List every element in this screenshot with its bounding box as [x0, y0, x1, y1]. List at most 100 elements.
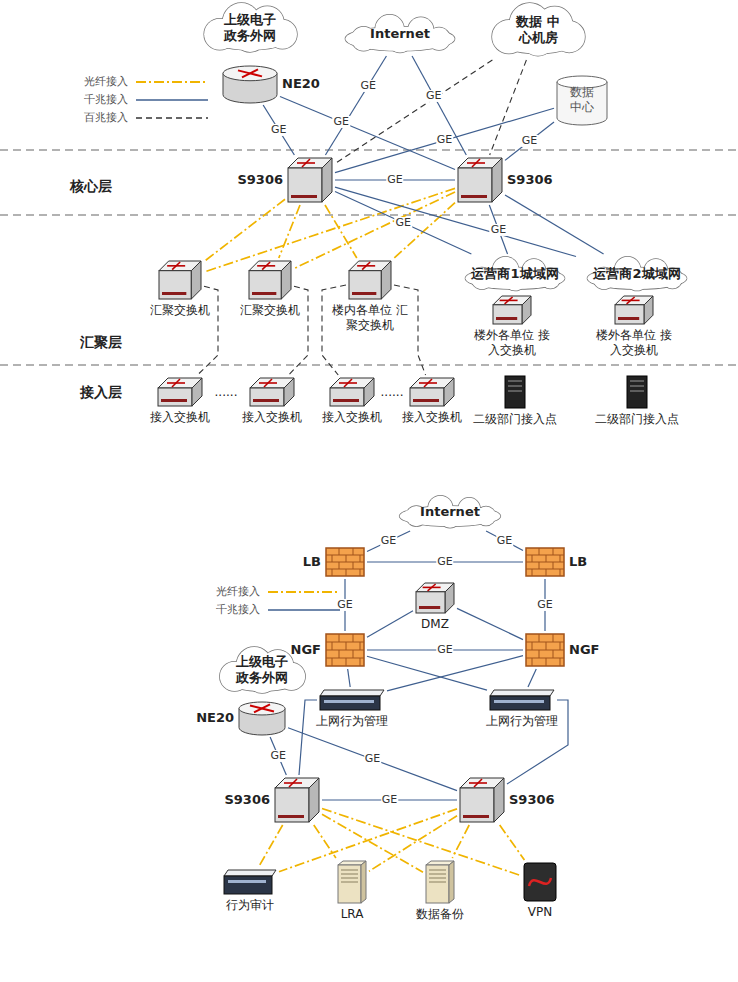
node-label: NGF: [569, 642, 599, 658]
firewall-node: LB: [325, 547, 365, 577]
node-label: 二级部门接入点: [473, 412, 557, 427]
layer-title: 核心层: [70, 178, 112, 196]
node-label: 楼外各单位 接入交换机: [594, 328, 674, 358]
node-label: NE20: [282, 76, 320, 92]
cloud-node: 上级电子 政务外网: [196, 2, 304, 54]
node-label: LB: [569, 554, 587, 570]
node-label: 接入交换机: [150, 410, 210, 425]
router-icon: [238, 701, 286, 735]
node-label: LB: [303, 554, 321, 570]
cloud-node: Internet: [335, 14, 465, 54]
cloud-node: Internet: [390, 495, 510, 529]
switch-node: S9306: [459, 777, 505, 823]
node-label: S9306: [507, 172, 553, 188]
gigabit-link: [387, 656, 523, 691]
node-text: 运营商2城域网: [593, 266, 680, 282]
link-label: GE: [436, 134, 453, 146]
gigabit-link: [505, 122, 554, 160]
fiber-link: [322, 814, 423, 872]
server-tower: [504, 375, 526, 409]
switch-node: 接入交换机: [409, 377, 455, 407]
node-label: VPN: [528, 905, 552, 920]
node-label: 数据备份: [416, 907, 464, 922]
cloud-node: 数据 中心机房: [486, 2, 590, 58]
gigabit-link: [280, 97, 455, 170]
node-label: S9306: [509, 792, 555, 808]
legend-row: 光纤接入: [216, 584, 342, 599]
server-tower: [626, 375, 648, 409]
switch-node: 汇聚交换机: [248, 260, 292, 300]
node-label: 接入交换机: [242, 410, 302, 425]
link-label: GE: [394, 217, 411, 229]
appliance-node: 行为审计: [223, 869, 277, 895]
appliance-box: [319, 689, 385, 711]
legend-text: 千兆接入: [84, 92, 128, 107]
fiber-link: [452, 825, 469, 858]
switch-icon: [287, 157, 333, 203]
gigabit-link: [507, 700, 568, 784]
cloud-node: 上级电子 政务外网: [213, 646, 311, 695]
fiber-link: [394, 203, 455, 258]
node-label: 上网行为管理: [486, 714, 558, 729]
switch-icon: [157, 377, 203, 407]
gigabit-link: [335, 108, 554, 172]
legend-line-sample: [134, 94, 210, 106]
database-node: 数据 中心: [556, 75, 608, 125]
vpn-node: VPN: [523, 862, 557, 902]
node-label: S9306: [237, 172, 283, 188]
legend-text: 光纤接入: [84, 74, 128, 89]
layer-separator: [0, 214, 738, 215]
server-icon: [337, 860, 367, 904]
server-node: 二级部门接入点: [504, 375, 526, 409]
layer-title: 接入层: [80, 384, 122, 402]
router-node: NE20: [238, 701, 286, 735]
link-label: GE: [425, 90, 442, 102]
server-node: LRA: [337, 860, 367, 904]
fast-ethernet-link: [335, 60, 492, 164]
switch-icon: [248, 260, 292, 300]
link-label: GE: [536, 599, 553, 611]
link-label: GE: [386, 174, 403, 186]
switch-node: 接入交换机: [329, 377, 375, 407]
fast-ethernet-link: [289, 286, 308, 375]
node-text: 数据 中心: [567, 85, 597, 115]
gigabit-link: [270, 737, 286, 775]
gigabit-link: [367, 611, 413, 638]
switch-node: S9306: [287, 157, 333, 203]
router-node: NE20: [222, 65, 278, 103]
fiber-link: [369, 816, 457, 872]
legend-row: 千兆接入: [216, 602, 342, 617]
link-label: GE: [359, 80, 376, 92]
gigabit-link: [348, 669, 351, 687]
switch-icon: [492, 295, 532, 325]
switch-icon: [348, 260, 392, 300]
link-label: GE: [521, 135, 538, 147]
switch-node: 楼内各单位 汇聚交换机: [348, 260, 392, 300]
gigabit-link: [325, 56, 386, 155]
switch-icon: [274, 777, 320, 823]
node-label: 接入交换机: [402, 410, 462, 425]
gigabit-link: [528, 669, 536, 687]
firewall-icon: [325, 633, 365, 667]
switch-icon: [459, 777, 505, 823]
firewall-icon: [525, 547, 565, 577]
gigabit-link: [335, 187, 576, 256]
node-text: Internet: [370, 26, 430, 42]
legend-row: 百兆接入: [84, 110, 210, 125]
appliance-node: 上网行为管理: [489, 689, 555, 711]
gigabit-link: [505, 195, 604, 254]
fiber-link: [500, 825, 525, 860]
node-text: 数据 中心机房: [510, 14, 566, 47]
appliance-box: [489, 689, 555, 711]
switch-node: 汇聚交换机: [158, 260, 202, 300]
switch-node: 楼外各单位 接入交换机: [492, 295, 532, 325]
legend-row: 千兆接入: [84, 92, 210, 107]
node-label: LRA: [341, 907, 364, 922]
switch-node: 接入交换机: [157, 377, 203, 407]
link-label: GE: [270, 124, 287, 136]
node-label: DMZ: [421, 617, 449, 632]
gigabit-link: [412, 56, 466, 155]
server-icon: [425, 860, 455, 904]
